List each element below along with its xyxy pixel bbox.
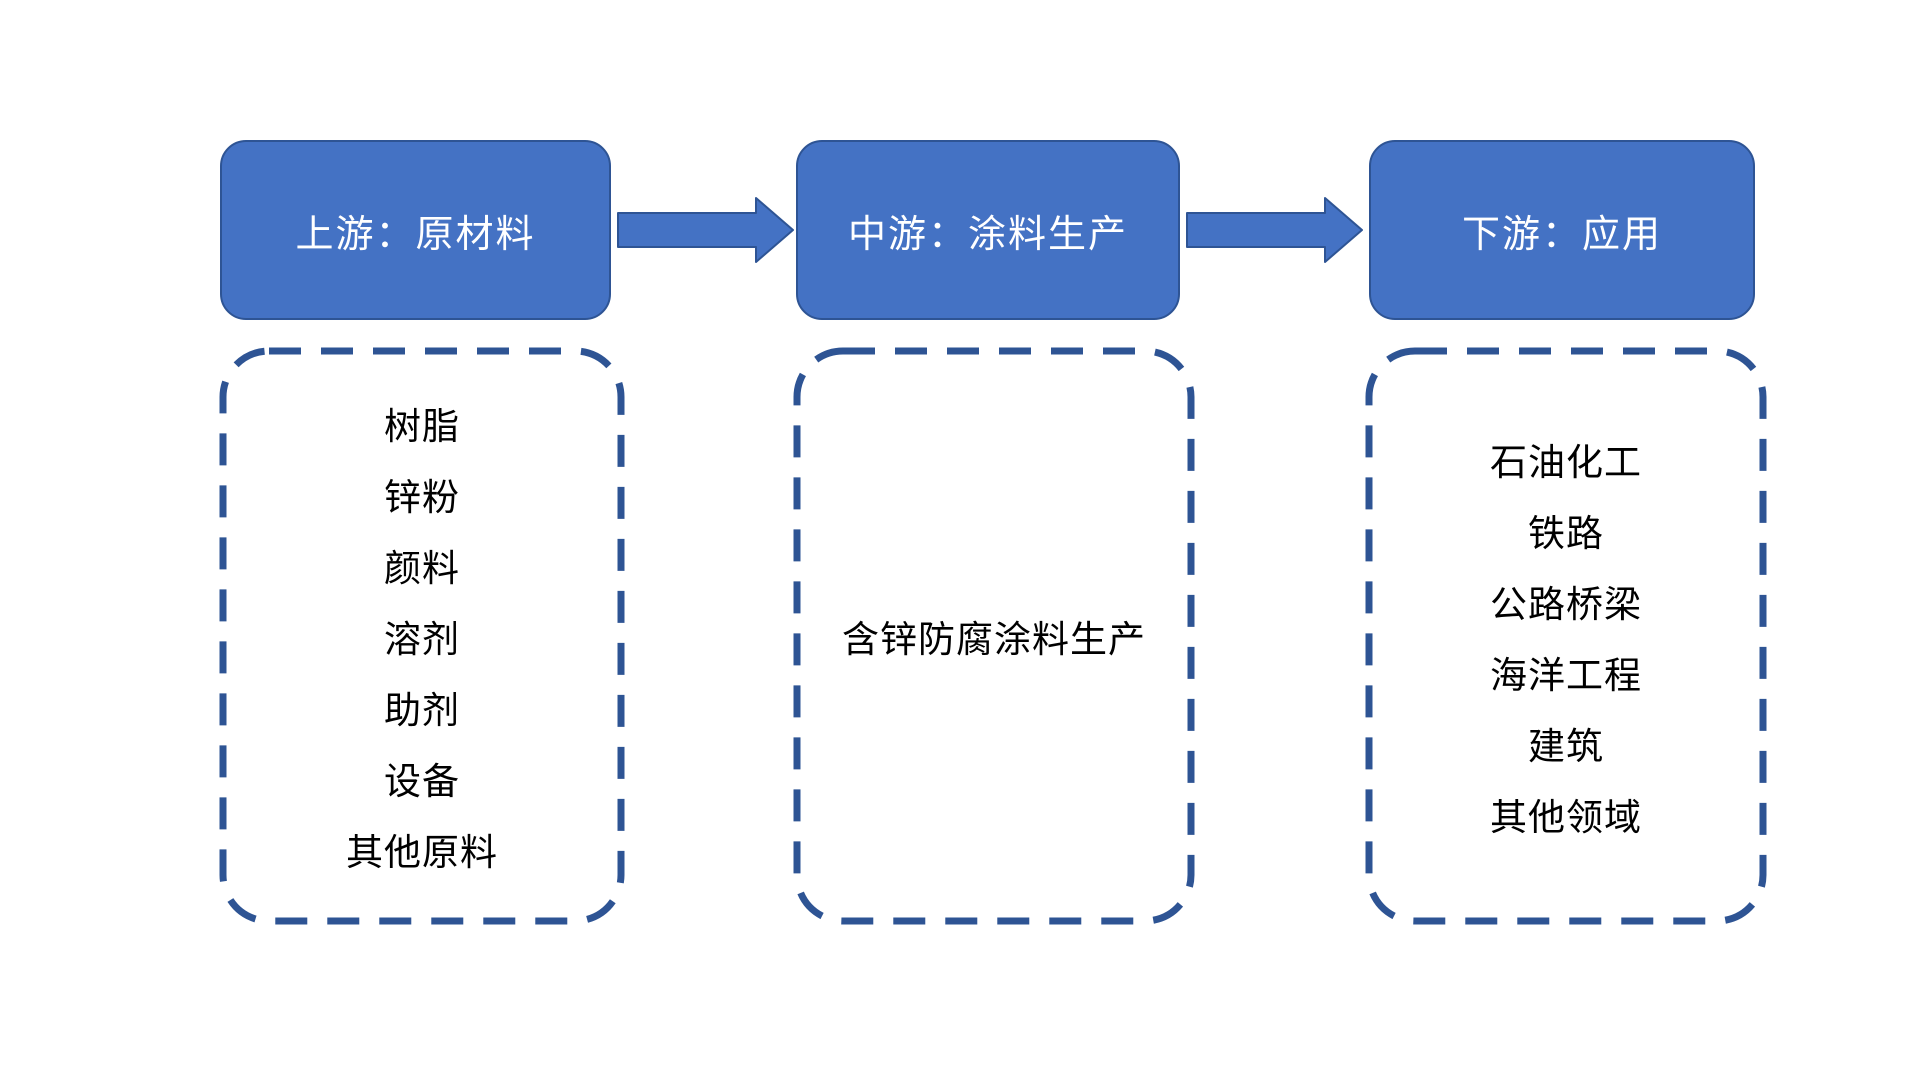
downstream-item-list: 石油化工 铁路 公路桥梁 海洋工程 建筑 其他领域 (1365, 347, 1767, 925)
upstream-item-list: 树脂 锌粉 颜料 溶剂 助剂 设备 其他原料 (219, 347, 625, 925)
stage-box-downstream: 下游：应用 (1369, 140, 1755, 320)
list-item: 海洋工程 (1490, 654, 1642, 696)
flow-arrow-upstream-to-midstream-icon (617, 197, 794, 263)
list-item: 锌粉 (384, 477, 460, 518)
list-item: 其他领域 (1490, 796, 1642, 838)
list-item: 含锌防腐涂料生产 (842, 619, 1146, 660)
midstream-item-list: 含锌防腐涂料生产 (793, 347, 1195, 925)
list-item: 树脂 (384, 406, 460, 447)
downstream-panel-dashed-border (1365, 347, 1767, 925)
list-item: 公路桥梁 (1490, 583, 1642, 625)
list-item: 颜料 (384, 548, 460, 589)
list-item: 助剂 (384, 690, 460, 731)
stage-box-midstream-label: 中游：涂料生产 (847, 213, 1128, 256)
stage-box-downstream-label: 下游：应用 (1461, 213, 1662, 256)
list-item: 建筑 (1528, 725, 1604, 767)
stage-box-midstream: 中游：涂料生产 (796, 140, 1180, 320)
upstream-detail-panel: 树脂 锌粉 颜料 溶剂 助剂 设备 其他原料 (219, 347, 625, 925)
downstream-detail-panel: 石油化工 铁路 公路桥梁 海洋工程 建筑 其他领域 (1365, 347, 1767, 925)
flow-arrow-midstream-to-downstream-icon (1186, 197, 1363, 263)
list-item: 设备 (384, 761, 460, 802)
midstream-detail-panel: 含锌防腐涂料生产 (793, 347, 1195, 925)
stage-box-upstream-label: 上游：原材料 (295, 213, 536, 256)
list-item: 其他原料 (346, 832, 498, 873)
midstream-panel-dashed-border (793, 347, 1195, 925)
list-item: 铁路 (1528, 512, 1604, 554)
stage-box-upstream: 上游：原材料 (220, 140, 611, 320)
list-item: 溶剂 (384, 619, 460, 660)
list-item: 石油化工 (1490, 441, 1642, 483)
